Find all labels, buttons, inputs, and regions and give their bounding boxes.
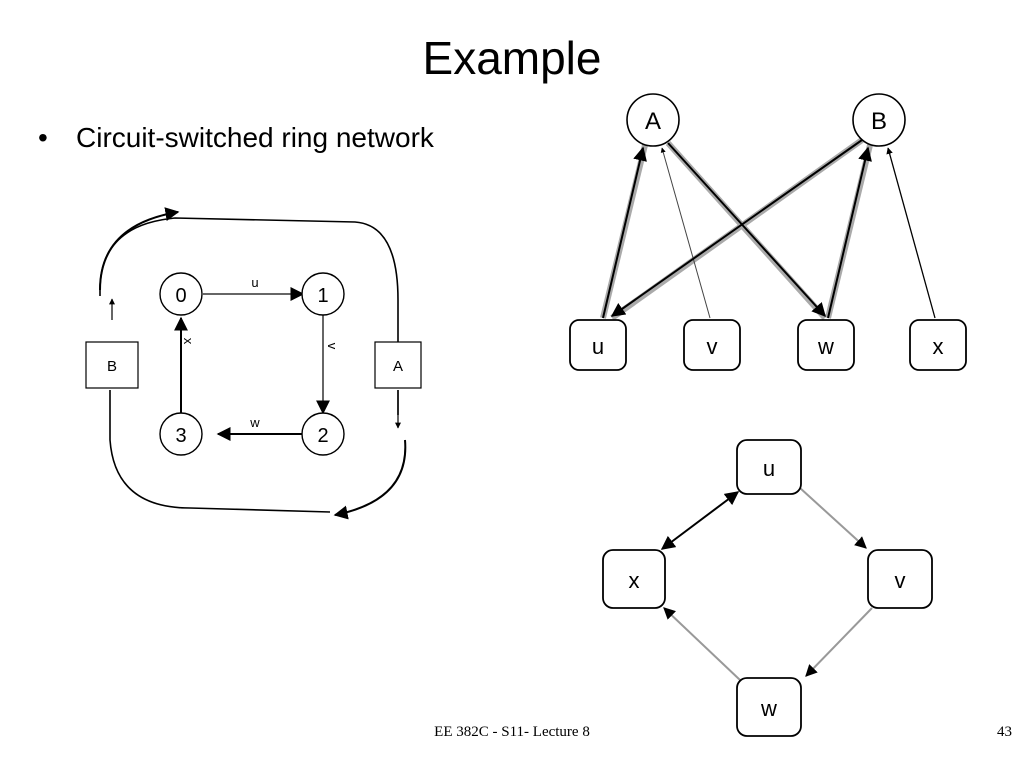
ring-node-2-label: 2: [317, 425, 328, 447]
cycle-node-u-label: u: [763, 456, 775, 481]
ring-box-a: [374, 341, 422, 389]
bipartite-node-x-label: x: [933, 334, 944, 359]
slide-footer: EE 382C - S11- Lecture 8: [434, 724, 590, 740]
bipartite-node-u: [569, 319, 627, 371]
edge-u-A: [602, 146, 647, 319]
edge-u-v: [799, 487, 867, 549]
ring-node-1-label: 1: [317, 285, 328, 307]
edge-v-w: [805, 607, 873, 677]
cycle-node-u: [736, 439, 802, 495]
cycle-node-v-label: v: [895, 568, 906, 593]
slide-title: Example: [422, 32, 602, 84]
link-label-v: v: [325, 343, 340, 350]
ring-node-3-label: 3: [175, 425, 186, 447]
edge-x-u: [660, 491, 740, 550]
ring-node-0-label: 0: [175, 285, 186, 307]
bullet-dot: •: [38, 122, 48, 153]
bipartite-node-w-label: w: [817, 334, 834, 359]
bipartite-node-w: [797, 319, 855, 371]
cycle-node-x: [602, 549, 666, 609]
bipartite-node-v: [683, 319, 741, 371]
ring-curve-arrow-bottom: [333, 439, 407, 520]
link-label-w: w: [249, 415, 260, 430]
ring-node-1: [301, 272, 345, 316]
page-number: 43: [997, 724, 1012, 740]
bipartite-node-A: [626, 93, 680, 147]
edge-B-u: [610, 139, 863, 317]
edge-v-A: [660, 147, 711, 319]
ring-outer-top: [99, 217, 399, 342]
bipartite-node-v-label: v: [707, 334, 718, 359]
ring-node-0: [159, 272, 203, 316]
link-label-x: x: [181, 338, 196, 345]
bullet-item: • Circuit-switched ring network: [38, 118, 434, 158]
ring-box-b: [85, 341, 139, 389]
bipartite-node-B-label: B: [871, 108, 887, 135]
ring-network-diagram: B A u v w x 0 1 2 3: [85, 207, 422, 520]
ring-node-2: [301, 412, 345, 456]
edge-w-B: [827, 146, 872, 319]
edge-A-w: [667, 142, 826, 318]
bullet-text: Circuit-switched ring network: [76, 122, 434, 153]
bipartite-diagram: A B u v w x: [569, 93, 967, 371]
ring-outer-bottom: [109, 390, 399, 513]
ring-box-a-label: A: [393, 358, 403, 375]
bipartite-node-x: [909, 319, 967, 371]
edge-x-B: [886, 147, 936, 319]
ring-node-3: [159, 412, 203, 456]
bipartite-node-u-label: u: [592, 334, 604, 359]
cycle-node-x-label: x: [629, 568, 640, 593]
bipartite-node-A-label: A: [645, 108, 661, 135]
edge-w-x: [663, 607, 741, 681]
bipartite-node-B: [852, 93, 906, 147]
link-label-u: u: [251, 275, 258, 290]
cycle-node-w: [736, 677, 802, 737]
ring-curve-arrow-top: [99, 207, 180, 291]
cycle-node-v: [867, 549, 933, 609]
cycle-diagram: u v w x: [602, 439, 933, 737]
ring-box-b-label: B: [107, 358, 117, 375]
cycle-node-w-label: w: [760, 696, 777, 721]
